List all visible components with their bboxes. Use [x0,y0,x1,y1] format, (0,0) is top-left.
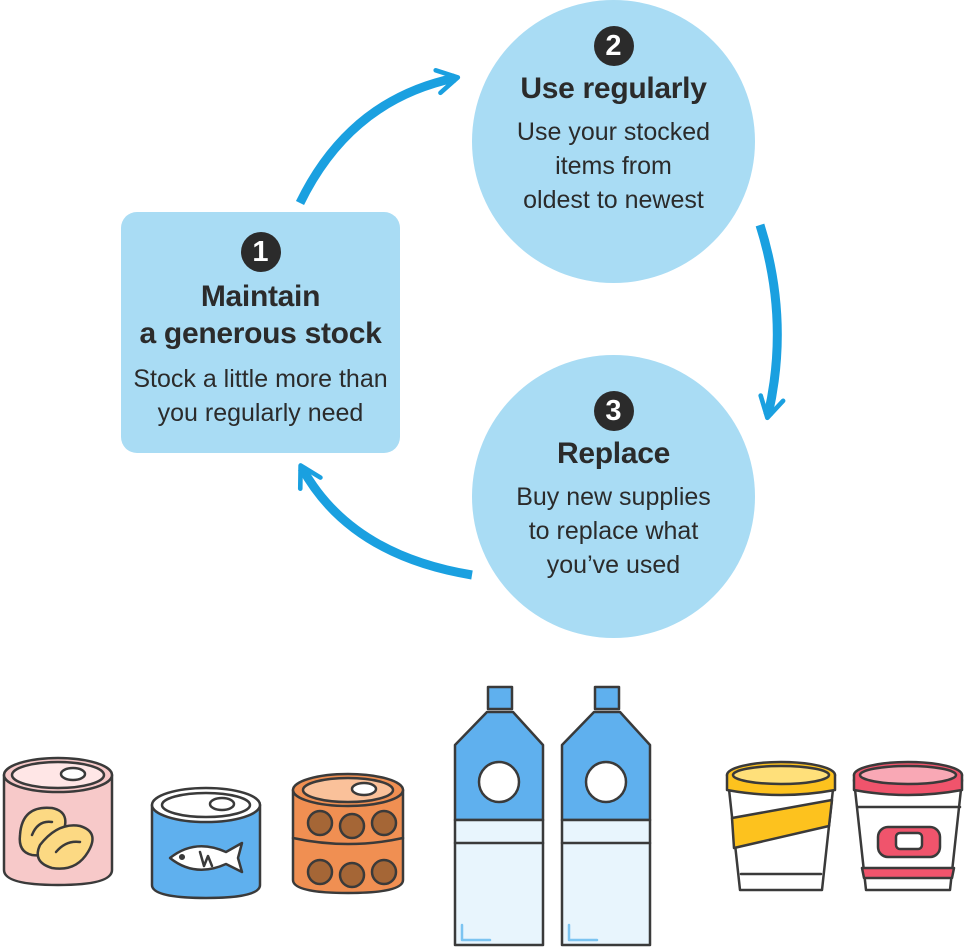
step-3-description: Buy new supplies to replace what you’ve … [516,480,711,582]
step-3-title: Replace [557,437,670,470]
water-bottle-icon [560,685,652,947]
arrow-2-to-3 [755,223,786,421]
step-2-desc-line2: items from [555,152,672,180]
canned-fruit-icon [2,756,114,887]
step-2-title: Use regularly [520,72,707,105]
canned-fish-icon [150,786,262,900]
arrow-1-to-2 [295,67,461,205]
step-3-number: 3 [593,391,634,431]
step-2-circle: 2 Use regularly Use your stocked items f… [472,0,755,283]
step-1-title-line2: a generous stock [139,317,382,350]
yellow-cup-noodle-icon [725,760,837,892]
step-2-number: 2 [593,26,634,66]
step-2-desc-line1: Use your stocked [516,118,711,146]
step-3-desc-line2: to replace what [528,517,699,545]
step-3-circle: 3 Replace Buy new supplies to replace wh… [472,355,755,638]
step-1-title: Maintain a generous stock [140,278,382,352]
canned-meatballs-icon [291,772,405,895]
step-1-number: 1 [240,232,281,272]
step-1-desc-line2: you regularly need [157,399,364,427]
step-3-desc-line3: you’ve used [546,551,681,579]
step-2-description: Use your stocked items from oldest to ne… [517,115,710,217]
step-1-title-line1: Maintain [200,280,321,313]
red-cup-noodle-icon [852,760,964,892]
step-2-desc-line3: oldest to newest [523,186,704,214]
step-3-desc-line1: Buy new supplies [516,483,711,511]
step-1-box: 1 Maintain a generous stock Stock a litt… [121,212,400,453]
arrow-3-to-1 [297,463,473,580]
water-bottle-icon [453,685,545,947]
step-1-desc-line1: Stock a little more than [133,365,388,393]
step-1-description: Stock a little more than you regularly n… [133,362,387,430]
